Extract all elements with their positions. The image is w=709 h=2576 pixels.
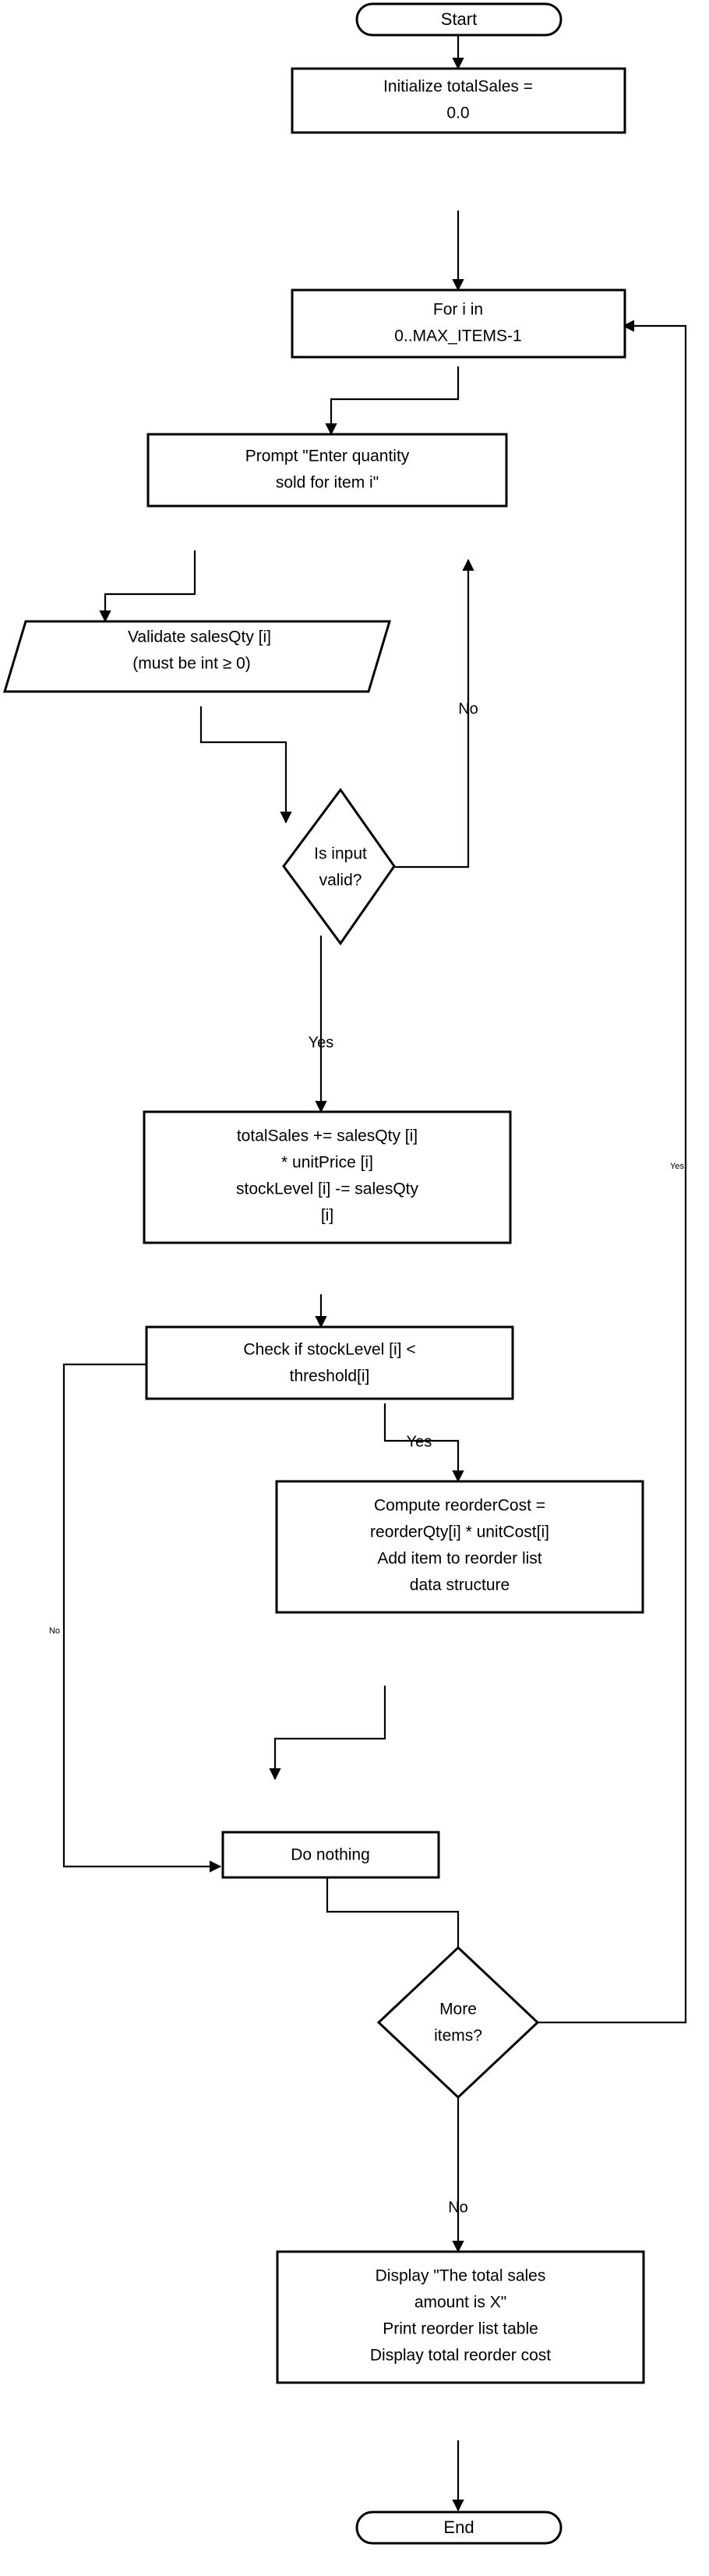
initialize-line-2: 0.0 — [446, 104, 469, 122]
display-line-3: Print reorder list table — [383, 2320, 538, 2338]
end-label: End — [443, 2518, 474, 2537]
edge-label-isvalid-yes: Yes — [309, 1034, 334, 1051]
end-terminal-shape — [355, 2511, 563, 2545]
check-stock-line-2: threshold[i] — [290, 1368, 370, 1385]
is-input-valid-line-1: Is input — [314, 845, 367, 863]
check-stock-line-1: Check if stockLevel [i] < — [243, 1341, 415, 1359]
node-initialize-totalsales[interactable]: Initialize totalSales = 0.0 — [291, 67, 626, 134]
edge-label-moreitems-yes: Yes — [670, 1162, 684, 1171]
node-end[interactable]: End — [355, 2511, 563, 2545]
for-loop-line-2: 0..MAX_ITEMS-1 — [394, 327, 521, 345]
edge-label-check-no: No — [49, 1626, 60, 1636]
edges: No Yes Yes No Yes No — [49, 35, 687, 2512]
node-validate-salesqty[interactable]: Validate salesQty [i] (must be int ≥ 0) — [2, 620, 392, 693]
start-terminal-shape — [355, 2, 563, 37]
check-stock-box-shape — [145, 1325, 514, 1400]
do-nothing-label: Do nothing — [291, 1846, 370, 1864]
node-more-items[interactable]: More items? — [376, 1945, 540, 2100]
for-loop-box-shape — [291, 288, 626, 359]
edge-compute-to-donothing — [269, 1686, 386, 1781]
initialize-box-shape — [291, 67, 626, 134]
edge-loop-to-prompt — [325, 366, 460, 436]
more-items-diamond-shape — [376, 1945, 540, 2100]
compute-reorder-box-shape — [275, 1480, 644, 1614]
node-prompt-quantity[interactable]: Prompt "Enter quantity sold for item i" — [146, 433, 508, 508]
node-accumulate-totals[interactable]: totalSales += salesQty [i] * unitPrice [… — [143, 1110, 512, 1244]
compute-reorder-line-3: Add item to reorder list — [377, 1550, 541, 1568]
compute-reorder-line-2: reorderQty[i] * unitCost[i] — [370, 1523, 549, 1541]
more-items-line-2: items? — [434, 2027, 482, 2045]
edge-prompt-to-validate — [99, 550, 196, 623]
edge-label-isvalid-no: No — [458, 700, 478, 717]
validate-parallelogram-shape — [2, 620, 392, 693]
do-nothing-box-shape — [221, 1831, 440, 1879]
node-check-stock-level[interactable]: Check if stockLevel [i] < threshold[i] — [145, 1325, 514, 1400]
node-compute-reorder-cost[interactable]: Compute reorderCost = reorderQty[i] * un… — [275, 1480, 644, 1614]
edge-donothing-to-moreitems — [326, 1871, 464, 1980]
edge-label-moreitems-no: No — [448, 2199, 468, 2216]
prompt-line-2: sold for item i" — [276, 474, 379, 492]
edge-moreitems-yes-to-loop — [538, 320, 687, 2024]
accumulate-box-shape — [143, 1110, 512, 1244]
prompt-line-1: Prompt "Enter quantity — [245, 448, 410, 465]
edge-check-yes-to-compute — [383, 1403, 464, 1483]
start-label: Start — [441, 9, 477, 29]
more-items-line-1: More — [439, 2001, 477, 2019]
compute-reorder-line-1: Compute reorderCost = — [374, 1497, 545, 1515]
node-is-input-valid[interactable]: Is input valid? — [282, 787, 396, 946]
accumulate-line-4: [i] — [321, 1207, 333, 1225]
node-start[interactable]: Start — [355, 2, 563, 37]
node-for-loop[interactable]: For i in 0..MAX_ITEMS-1 — [291, 288, 626, 359]
display-results-box-shape — [276, 2250, 645, 2384]
validate-line-1: Validate salesQty [i] — [128, 628, 271, 646]
edge-isvalid-no-to-prompt — [393, 558, 474, 869]
accumulate-line-2: * unitPrice [i] — [281, 1154, 373, 1172]
accumulate-line-1: totalSales += salesQty [i] — [237, 1127, 418, 1145]
prompt-box-shape — [146, 433, 508, 508]
node-display-results[interactable]: Display "The total sales amount is X" Pr… — [276, 2250, 645, 2384]
accumulate-line-3: stockLevel [i] -= salesQty — [236, 1180, 419, 1198]
validate-line-2: (must be int ≥ 0) — [132, 655, 251, 673]
edge-check-no-to-donothing — [62, 1363, 222, 1873]
display-line-4: Display total reorder cost — [370, 2347, 551, 2365]
for-loop-line-1: For i in — [433, 301, 483, 319]
compute-reorder-line-4: data structure — [410, 1576, 510, 1594]
display-line-1: Display "The total sales — [376, 2267, 546, 2285]
edge-validate-to-isvalid — [199, 706, 292, 824]
initialize-line-1: Initialize totalSales = — [383, 78, 533, 96]
is-input-valid-line-2: valid? — [319, 872, 362, 890]
edge-label-check-yes: Yes — [407, 1433, 432, 1450]
display-line-2: amount is X" — [414, 2294, 506, 2312]
is-input-valid-diamond-shape — [282, 787, 396, 946]
node-do-nothing[interactable]: Do nothing — [221, 1831, 440, 1879]
